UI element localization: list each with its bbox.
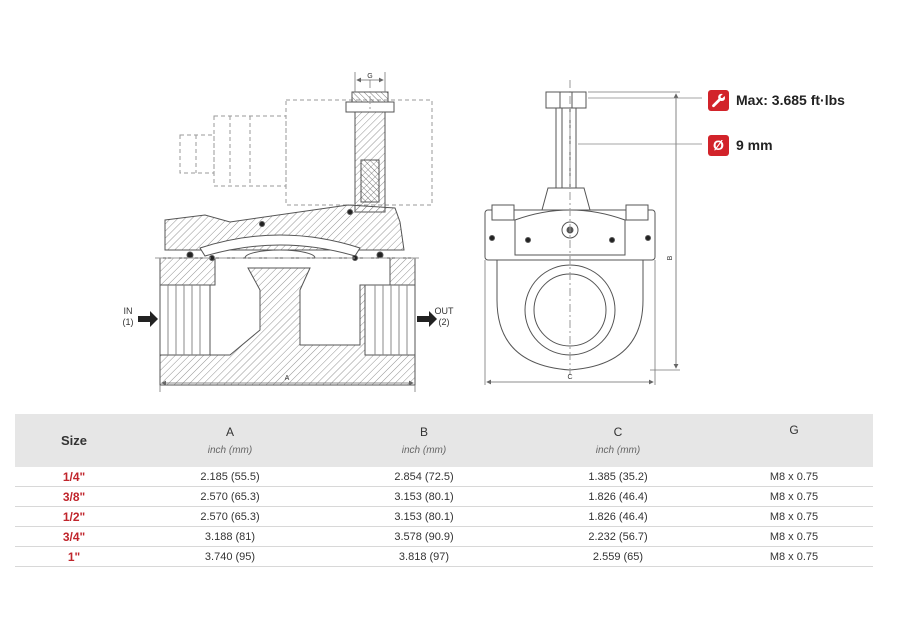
row-b: 3.153 (80.1) [327,486,521,507]
table-row: 3/8" 2.570 (65.3) 3.153 (80.1) 1.826 (46… [15,486,873,507]
row-size: 1/4" [15,467,133,487]
row-a: 2.570 (65.3) [133,506,327,527]
row-a: 3.740 (95) [133,546,327,567]
torque-spec: Max: 3.685 ft·lbs [708,88,845,112]
row-g: M8 x 0.75 [715,546,873,567]
inlet-marker: IN (1) [123,306,158,327]
header-a-label: A [225,425,234,439]
dimension-label-c: C [567,374,572,381]
row-c: 1.385 (35.2) [521,467,715,487]
header-b: B inch (mm) [327,414,521,467]
row-size: 1" [15,546,133,567]
row-size: 3/8" [15,486,133,507]
dimension-label-a: A [285,375,290,382]
dimension-a: A [159,375,416,392]
row-b: 2.854 (72.5) [327,467,521,487]
row-g: M8 x 0.75 [715,506,873,527]
valve-drawing: G A IN (1) OUT (2) [123,72,702,392]
row-b: 3.818 (97) [327,546,521,567]
table-header-row: Size A inch (mm) B inch (mm) C inch (mm)… [15,414,873,467]
header-a: A inch (mm) [133,414,327,467]
table-row: 1/2" 2.570 (65.3) 3.153 (80.1) 1.826 (46… [15,506,873,527]
row-a: 2.570 (65.3) [133,486,327,507]
wrench-icon [708,89,729,111]
outlet-marker: OUT (2) [417,306,454,327]
valve-side-view [484,80,656,375]
header-size: Size [60,433,87,448]
valve-section-view [155,80,433,386]
row-size: 3/4" [15,526,133,547]
row-size: 1/2" [15,506,133,527]
row-c: 1.826 (46.4) [521,506,715,527]
header-b-label: B [419,425,428,439]
diameter-spec-text: 9 mm [736,137,773,153]
header-g-label: G [789,423,799,437]
header-c-unit: inch (mm) [595,445,641,456]
row-c: 2.232 (56.7) [521,526,715,547]
row-g: M8 x 0.75 [715,467,873,487]
row-c: 2.559 (65) [521,546,715,567]
dimension-g: G [354,72,386,92]
dimensions-table: Size A inch (mm) B inch (mm) C inch (mm)… [15,414,873,567]
dimension-c: C [484,260,656,385]
row-g: M8 x 0.75 [715,486,873,507]
row-a: 2.185 (55.5) [133,467,327,487]
table-row: 3/4" 3.188 (81) 3.578 (90.9) 2.232 (56.7… [15,526,873,547]
header-a-unit: inch (mm) [207,445,253,456]
row-b: 3.578 (90.9) [327,526,521,547]
header-b-unit: inch (mm) [401,445,447,456]
header-c: C inch (mm) [521,414,715,467]
row-a: 3.188 (81) [133,526,327,547]
outlet-label: OUT [435,306,455,316]
outlet-port-number: (2) [439,317,450,327]
diameter-spec: Ø 9 mm [708,133,773,157]
row-g: M8 x 0.75 [715,526,873,547]
inlet-port-number: (1) [123,317,134,327]
torque-spec-text: Max: 3.685 ft·lbs [736,92,845,108]
dimension-label-b: B [667,255,674,260]
table-row: 1/4" 2.185 (55.5) 2.854 (72.5) 1.385 (35… [15,467,873,487]
dimension-label-g: G [367,73,372,80]
header-c-label: C [613,425,623,439]
row-c: 1.826 (46.4) [521,486,715,507]
diameter-glyph: Ø [713,137,724,153]
inlet-arrow-icon [138,311,158,327]
diameter-icon: Ø [708,134,729,156]
header-g: G [715,414,873,467]
inlet-label: IN [124,306,133,316]
row-b: 3.153 (80.1) [327,506,521,527]
outlet-arrow-icon [417,311,437,327]
coil-outline [179,99,433,206]
table-row: 1" 3.740 (95) 3.818 (97) 2.559 (65) M8 x… [15,546,873,567]
